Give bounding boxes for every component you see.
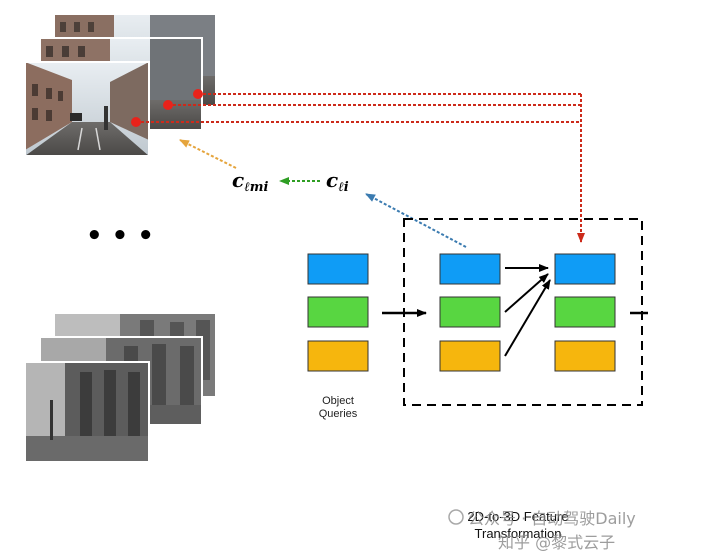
- c-li-label: cℓi: [326, 168, 349, 195]
- inner-query-yellow: [439, 340, 501, 372]
- query-yellow: [307, 340, 369, 372]
- camera-image-stack-gray: [24, 312, 217, 463]
- feature-point-connections: [131, 89, 585, 243]
- camera-image-stack-color: [24, 13, 217, 157]
- wechat-icon: [448, 509, 464, 525]
- refined-query-green: [554, 296, 616, 328]
- camera-image-front: [25, 62, 149, 156]
- refined-query-yellow: [554, 340, 616, 372]
- transformation-label-line1: 2D-to-3D Feature: [467, 509, 568, 524]
- blue-reference-arrow: [365, 193, 467, 248]
- refined-queries-column: [554, 253, 616, 372]
- watermark: 公众号 · 自动驾驶Daily 知乎 @黎式云子: [448, 509, 636, 551]
- feature-point-2: [163, 100, 173, 110]
- object-queries-label-line1: Object: [322, 395, 354, 407]
- transformation-label-line2: Transformation: [475, 526, 562, 541]
- inner-query-green: [439, 296, 501, 328]
- gray-image-front: [25, 362, 149, 462]
- object-queries-column: [307, 253, 369, 372]
- refined-query-blue: [554, 253, 616, 285]
- feature-point-1: [193, 89, 203, 99]
- query-blue: [307, 253, 369, 285]
- inner-query-blue: [439, 253, 501, 285]
- ellipsis-label: • • •: [86, 221, 154, 251]
- object-queries-label-line2: Queries: [319, 408, 358, 420]
- watermark-line1: 公众号 · 自动驾驶Daily: [468, 509, 636, 528]
- watermark-line2: 知乎 @黎式云子: [498, 533, 615, 551]
- orange-projection-arrow: [179, 139, 237, 169]
- feature-point-3: [131, 117, 141, 127]
- aggregation-arrows: [504, 264, 551, 357]
- query-green: [307, 296, 369, 328]
- transformed-queries-column: [439, 253, 501, 372]
- c-lmi-label: cℓmi: [232, 168, 268, 195]
